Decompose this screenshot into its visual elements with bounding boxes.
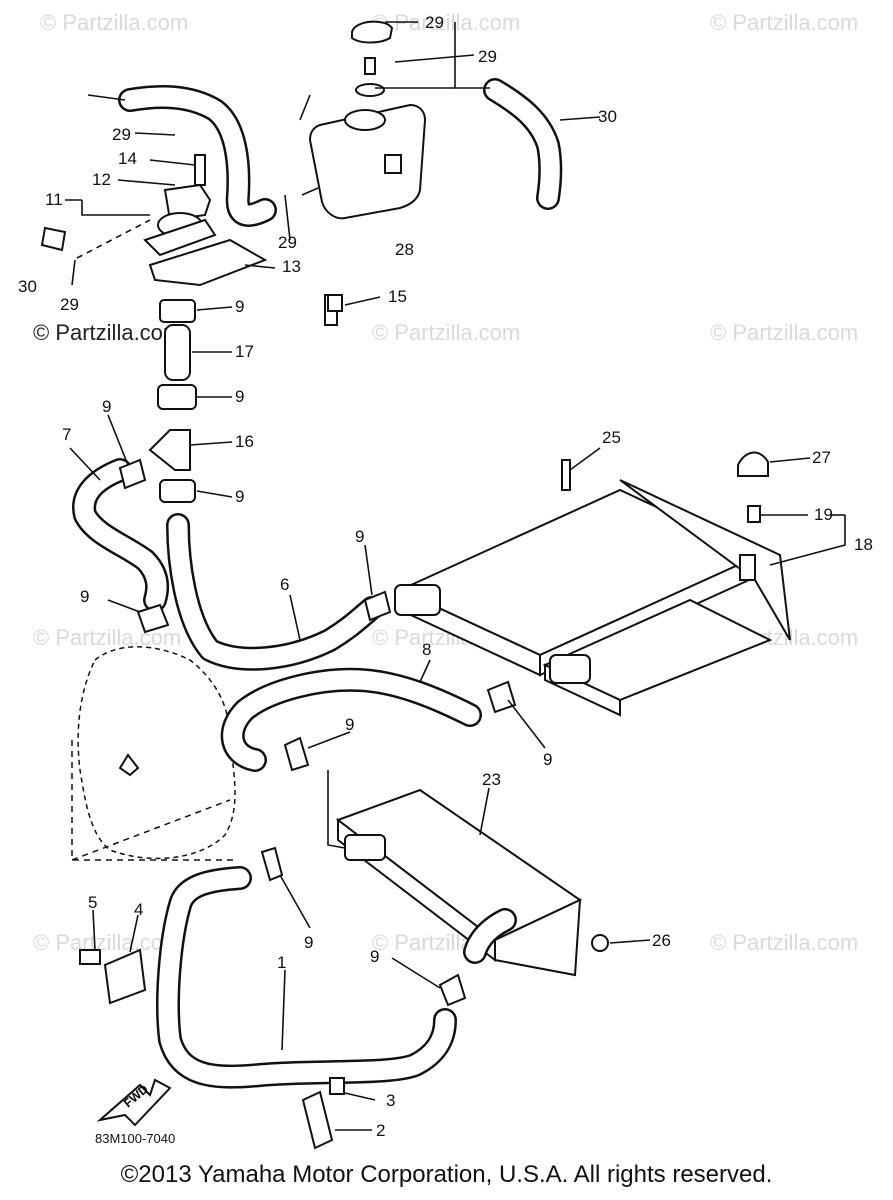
engine-outline — [71, 646, 236, 861]
callout-23: 28 — [395, 240, 414, 259]
callout-7: 7 — [62, 425, 71, 444]
small-parts — [79, 294, 769, 1150]
hose-8 — [220, 667, 482, 772]
reservoir-tank — [301, 20, 427, 220]
heat-exchanger-upper — [394, 479, 791, 717]
diagram-canvas: © Partzilla.com © Partzilla.com © Partzi… — [18, 10, 873, 1150]
hose-26 — [483, 78, 563, 210]
callout-30: 30 — [18, 277, 37, 296]
callout-29: 29 — [278, 233, 297, 252]
callout-9: 9 — [235, 487, 244, 506]
callout-13: 14 — [118, 149, 137, 168]
leader-lines — [65, 21, 846, 1131]
callout-16: 17 — [235, 342, 254, 361]
callout-2: 2 — [376, 1121, 385, 1140]
watermark: © Partzilla.com — [710, 320, 858, 345]
copyright-notice: ©2013 Yamaha Motor Corporation, U.S.A. A… — [120, 1161, 773, 1188]
callout-5: 5 — [88, 893, 97, 912]
callout-11: 12 — [92, 170, 111, 189]
callout-14: 15 — [388, 287, 407, 306]
callout-29: 29 — [112, 125, 131, 144]
watermark: © Partzilla.com — [33, 320, 181, 345]
callout-9: 9 — [235, 387, 244, 406]
filler-neck-assembly — [40, 154, 338, 503]
watermark: © Partzilla.com — [372, 320, 520, 345]
watermark: © Partzilla.com — [33, 930, 181, 955]
hose-6 — [166, 513, 384, 671]
watermark: © Partzilla.com — [710, 10, 858, 35]
hose-1 — [156, 866, 457, 1089]
callout-9: 9 — [543, 750, 552, 769]
callout-3: 3 — [386, 1091, 395, 1110]
callout-19: 23 — [482, 770, 501, 789]
callout-9: 9 — [235, 297, 244, 316]
callout-labels: 29 29 30 29 14 12 11 13 29 28 30 29 15 9… — [18, 13, 873, 1140]
callout-25: 29 — [425, 13, 444, 32]
callout-8: 8 — [422, 640, 431, 659]
callout-9: 9 — [304, 933, 313, 952]
callout-22: 27 — [812, 448, 831, 467]
callout-1: 1 — [277, 953, 286, 972]
heat-exchanger-lower — [335, 788, 583, 977]
callout-21: 26 — [652, 931, 671, 950]
hose-28 — [118, 85, 277, 227]
hose-7 — [72, 458, 170, 612]
callout-10: 11 — [45, 190, 63, 209]
callout-9: 9 — [345, 715, 354, 734]
watermark: © Partzilla.com — [40, 10, 188, 35]
callout-9: 9 — [102, 397, 111, 416]
callout-18: 19 — [814, 505, 833, 524]
callout-15: 16 — [235, 432, 254, 451]
forward-arrow: FWD — [96, 1078, 172, 1127]
callout-20: 25 — [602, 428, 621, 447]
callout-9: 9 — [370, 947, 379, 966]
callout-4: 4 — [134, 900, 143, 919]
callout-24: 29 — [478, 47, 497, 66]
callout-9: 9 — [355, 527, 364, 546]
callout-29: 29 — [60, 295, 79, 314]
diagram-code: 83M100-7040 — [95, 1131, 175, 1146]
callout-6: 6 — [280, 575, 289, 594]
callout-17: 18 — [854, 535, 873, 554]
watermark: © Partzilla.com — [710, 930, 858, 955]
callout-12: 13 — [282, 257, 301, 276]
callout-26: 30 — [598, 107, 617, 126]
callout-9: 9 — [80, 587, 89, 606]
